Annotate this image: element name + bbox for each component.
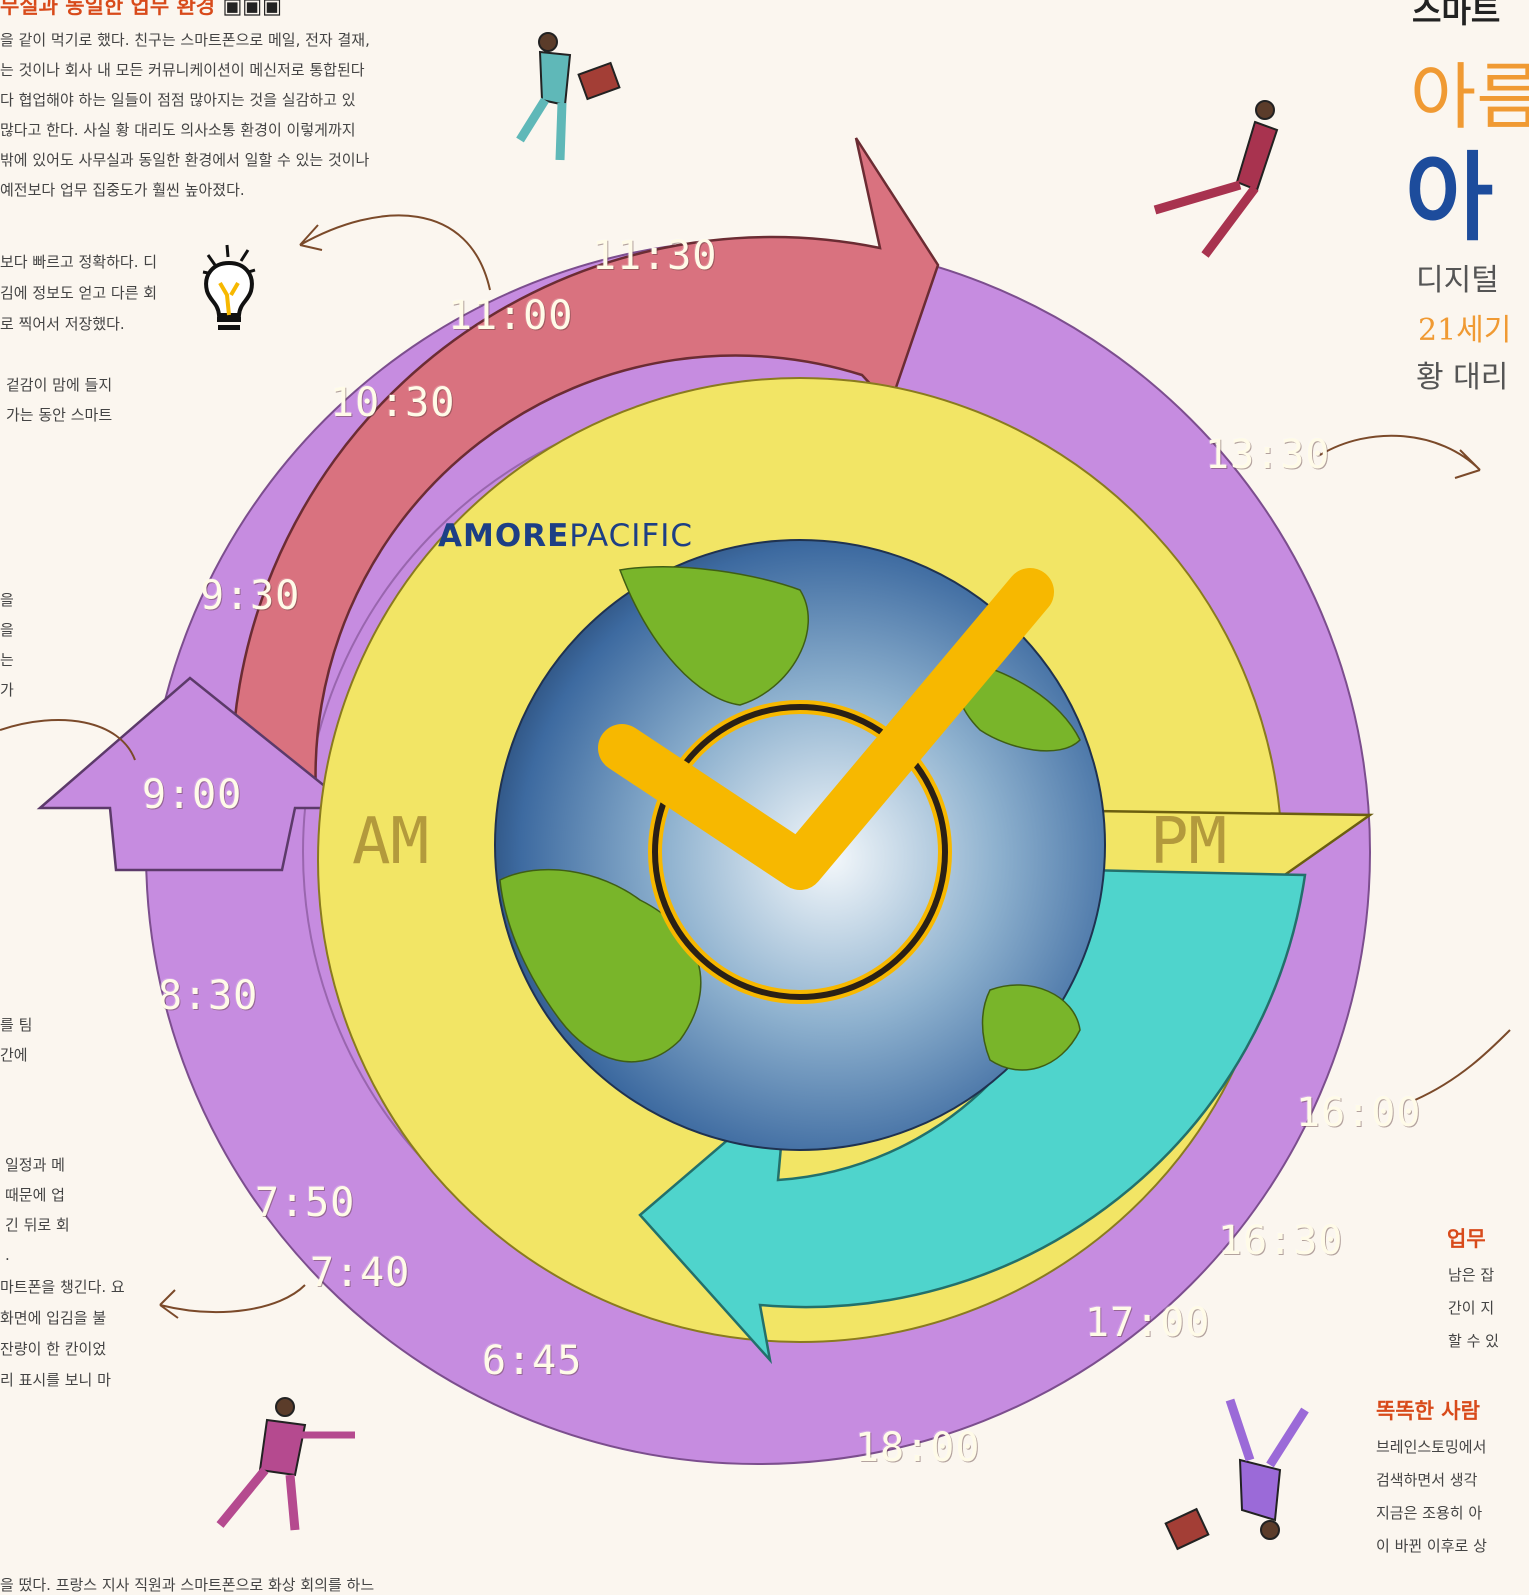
p4-line-0: 을 — [0, 591, 14, 609]
s3-line-2: 지금은 조용히 아 — [1376, 1504, 1483, 1522]
p1-line-1: 는 것이나 회사 내 모든 커뮤니케이션이 메신저로 통합된다 — [0, 61, 365, 79]
bottom-line: 을 떴다. 프랑스 지사 직원과 스마트폰으로 화상 회의를 하느 — [0, 1576, 375, 1594]
section1-title: 무실과 동일한 업무 환경 ▣▣▣ — [0, 0, 282, 20]
p3-line-0: 겉감이 맘에 들지 — [6, 376, 113, 394]
right-intro-line2: 21세기 — [1418, 313, 1512, 348]
s3-line-1: 검색하면서 생각 — [1376, 1471, 1478, 1489]
p1-line-5: 예전보다 업무 집중도가 훨씬 높아졌다. — [0, 181, 245, 199]
person-bottom-right-figure — [1164, 1398, 1309, 1551]
p7-line-1: 화면에 입김을 불 — [0, 1309, 107, 1327]
p4-line-3: 가 — [0, 681, 14, 699]
time-label-645: 6:45 — [482, 1338, 583, 1384]
section3-title: 똑똑한 사람 — [1376, 1399, 1480, 1423]
p2-line-1: 김에 정보도 얻고 다른 회 — [0, 284, 158, 302]
person-top-figure — [516, 32, 621, 161]
right-top-partial: 스마트 — [1412, 0, 1501, 30]
time-label-1330: 13:30 — [1205, 432, 1331, 478]
section1-title-marks: ▣▣▣ — [222, 0, 282, 18]
p5-line-0: 를 팀 — [0, 1016, 33, 1034]
swirl-arrow-top — [299, 214, 491, 291]
pink-arrow — [230, 137, 940, 797]
purple-left-arrow — [36, 676, 356, 872]
p2-line-2: 로 찍어서 저장했다. — [0, 315, 125, 333]
time-label-740: 7:40 — [310, 1250, 411, 1296]
right-title-line1: 아름 — [1410, 55, 1529, 139]
s3-line-3: 이 바뀐 이후로 상 — [1376, 1537, 1487, 1555]
swirl-arrow-1330 — [1319, 434, 1481, 479]
p7-line-2: 잔량이 한 칸이었 — [0, 1340, 107, 1358]
time-label-1630: 16:30 — [1218, 1218, 1344, 1264]
time-label-930: 9:30 — [200, 573, 301, 619]
time-label-1700: 17:00 — [1085, 1300, 1211, 1346]
p4-line-1: 을 — [0, 621, 14, 639]
time-label-830: 8:30 — [158, 973, 259, 1019]
p1-line-4: 밖에 있어도 사무실과 동일한 환경에서 일할 수 있는 것이나 — [0, 151, 370, 169]
time-label-1800: 18:00 — [855, 1425, 981, 1471]
p7-line-0: 마트폰을 챙긴다. 요 — [0, 1278, 125, 1296]
p1-line-3: 많다고 한다. 사실 황 대리도 의사소통 환경이 이렇게까지 — [0, 121, 356, 139]
logo-part1: AMORE — [438, 518, 570, 554]
s3-line-0: 브레인스토밍에서 — [1376, 1438, 1487, 1456]
person-bottom-left-figure — [216, 1397, 355, 1531]
p5-line-1: 간에 — [0, 1046, 28, 1064]
p2-line-0: 보다 빠르고 정확하다. 디 — [0, 253, 158, 271]
right-intro-line1: 디지털 — [1416, 263, 1499, 298]
s2-line-1: 간이 지 — [1448, 1299, 1495, 1317]
lightbulb-icon — [202, 244, 256, 330]
p4-line-2: 는 — [0, 651, 14, 669]
section2-title: 업무 — [1447, 1227, 1486, 1251]
p6-line-2: 긴 뒤로 회 — [5, 1216, 70, 1234]
logo-part2: PACIFIC — [569, 518, 694, 554]
p6-line-1: 때문에 업 — [5, 1186, 65, 1204]
p3-line-1: 가는 동안 스마트 — [6, 406, 113, 424]
right-intro-line3: 황 대리 — [1416, 360, 1509, 395]
time-label-1030: 10:30 — [330, 380, 456, 426]
time-label-900: 9:00 — [142, 772, 243, 818]
checkmark-icon — [598, 568, 1054, 890]
right-title-line2: 아 — [1405, 142, 1494, 254]
swirl-arrow-1600 — [1414, 1029, 1511, 1101]
p6-line-3: . — [5, 1246, 10, 1264]
am-label: AM — [352, 805, 430, 879]
s2-line-0: 남은 잡 — [1448, 1266, 1495, 1284]
p7-line-3: 리 표시를 보니 마 — [0, 1371, 111, 1389]
time-label-1130: 11:30 — [592, 233, 718, 279]
pm-label: PM — [1150, 805, 1228, 879]
p1-line-2: 다 협업해야 하는 일들이 점점 많아지는 것을 실감하고 있 — [0, 91, 356, 109]
p6-line-0: 일정과 메 — [5, 1156, 65, 1174]
time-label-750: 7:50 — [255, 1180, 356, 1226]
section1-title-text: 무실과 동일한 업무 환경 — [0, 0, 216, 18]
time-label-1600: 16:00 — [1296, 1090, 1422, 1136]
person-right-figure — [1153, 100, 1279, 258]
amorepacific-logo: AMOREPACIFIC — [438, 518, 693, 554]
swirl-arrow-left — [0, 719, 136, 761]
time-label-1100: 11:00 — [448, 293, 574, 339]
s2-line-2: 할 수 있 — [1448, 1332, 1499, 1350]
swirl-arrow-740 — [159, 1284, 306, 1319]
p1-line-0: 을 같이 먹기로 했다. 친구는 스마트폰으로 메일, 전자 결재, — [0, 31, 370, 49]
